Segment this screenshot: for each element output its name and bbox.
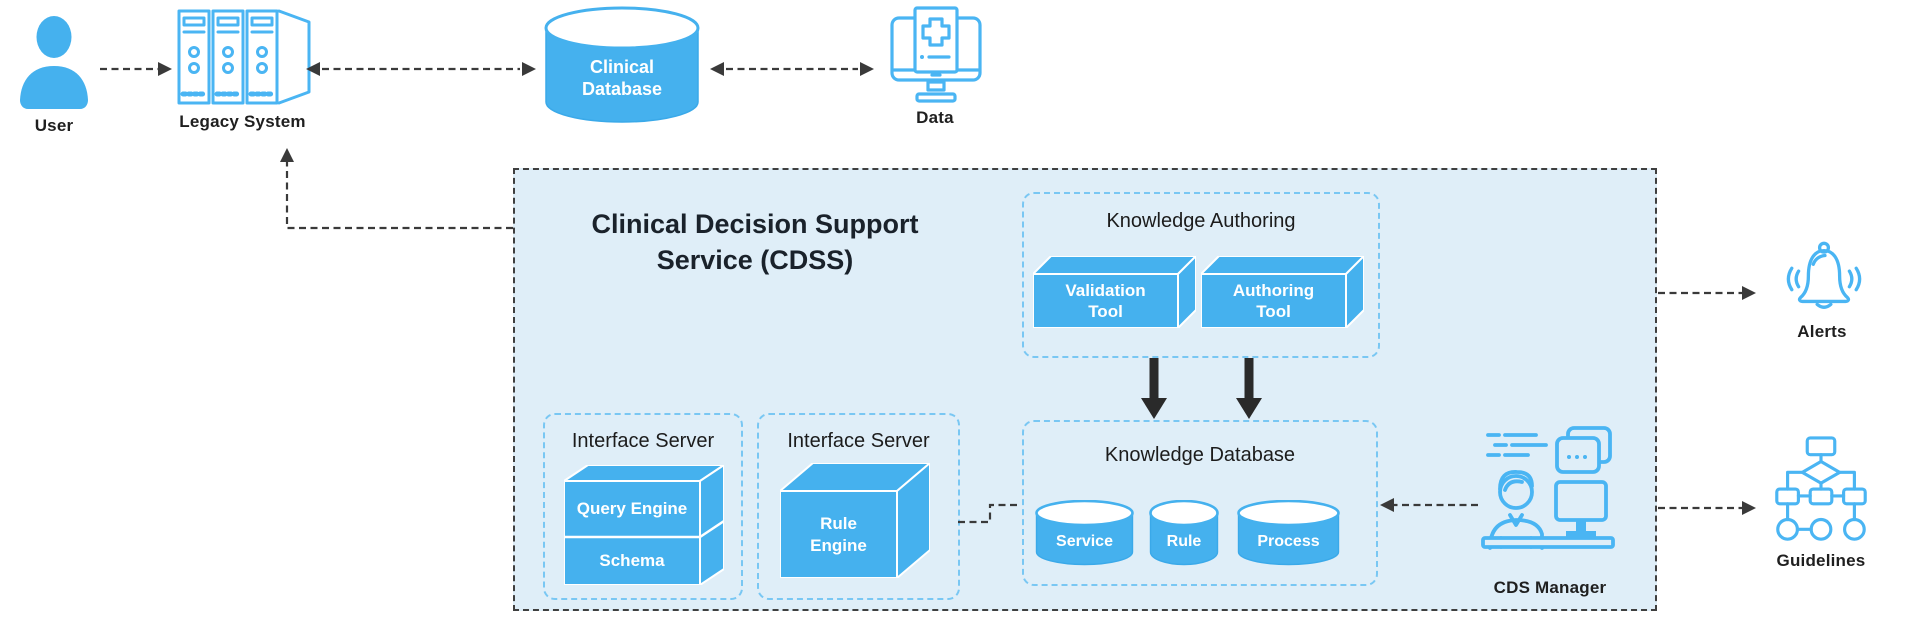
interface-server-rule-title: Interface Server <box>787 430 930 452</box>
cds-manager-icon <box>1480 426 1620 560</box>
interface-server-rule-box: Interface Server Rule Engine <box>757 413 960 600</box>
knowledge-database-title: Knowledge Database <box>1104 444 1296 466</box>
legacy-system-icon <box>176 8 312 108</box>
data-icon <box>890 6 982 106</box>
cdss-title: Clinical Decision Support Service (CDSS) <box>591 209 919 275</box>
alerts-bell-icon <box>1776 236 1872 318</box>
process-store-cylinder <box>1237 500 1340 566</box>
knowledge-database-box: Knowledge Database Service Rule <box>1022 420 1378 586</box>
user-icon <box>18 12 90 112</box>
cds-manager-label: CDS Manager <box>1493 578 1607 597</box>
guidelines-flowchart-icon <box>1770 436 1872 548</box>
user-label: User <box>34 116 74 135</box>
legacy-system-label: Legacy System <box>179 112 306 131</box>
rule-engine-box <box>780 463 930 578</box>
alerts-label: Alerts <box>1797 322 1847 341</box>
guidelines-label: Guidelines <box>1776 551 1866 570</box>
interface-server-query-box: Interface Server Query Engine Schema <box>543 413 743 600</box>
data-label: Data <box>916 108 954 127</box>
query-engine-schema-box <box>564 465 724 585</box>
knowledge-authoring-title: Knowledge Authoring <box>1106 210 1296 232</box>
validation-tool-box <box>1033 256 1196 328</box>
interface-server-query-title: Interface Server <box>571 430 715 452</box>
authoring-tool-box <box>1201 256 1364 328</box>
knowledge-authoring-box: Knowledge Authoring Validation Tool Auth… <box>1022 192 1380 358</box>
clinical-database-icon <box>544 6 700 124</box>
service-store-cylinder <box>1035 500 1134 566</box>
rule-store-cylinder <box>1149 500 1219 566</box>
